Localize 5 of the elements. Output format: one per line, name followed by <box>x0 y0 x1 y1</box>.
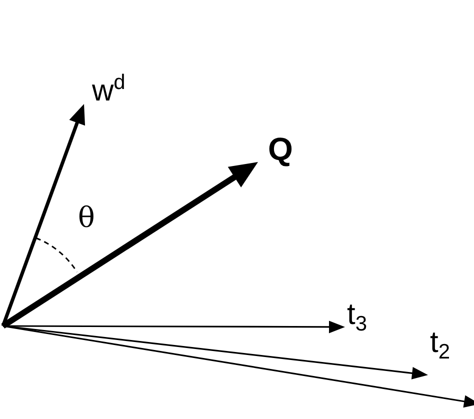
vector-label: Q <box>268 133 293 165</box>
vector-label: w$^{d}$ <box>92 72 126 107</box>
vector-label: t$_{2}$ <box>430 328 450 362</box>
vector-label: θ <box>78 204 95 232</box>
vector-label: t$_{3}$ <box>347 300 368 334</box>
